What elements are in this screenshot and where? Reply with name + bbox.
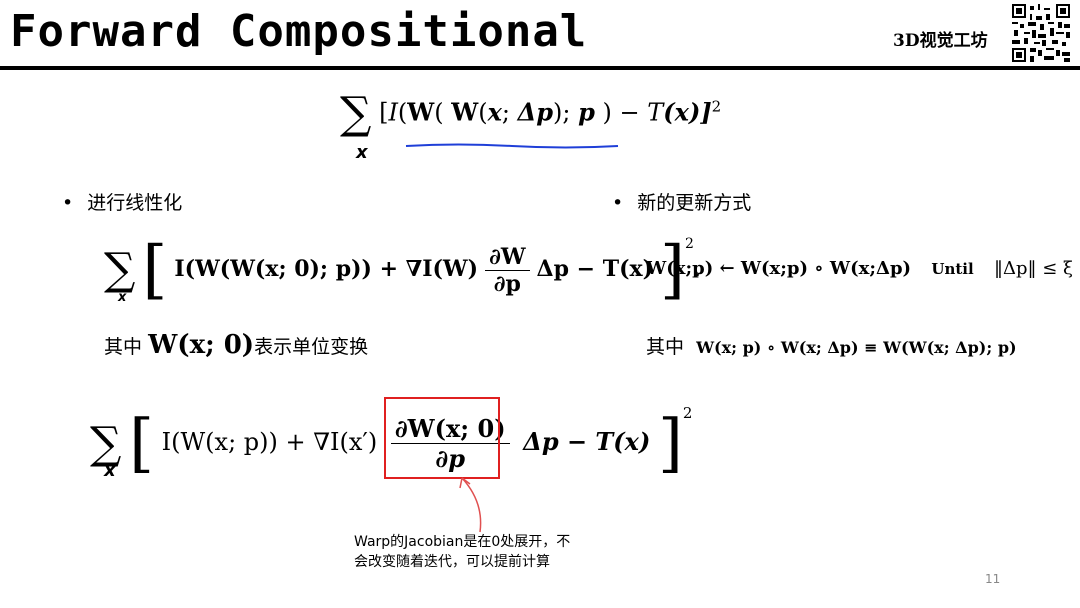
jacobian-highlight-box	[384, 397, 500, 479]
identity-caption: 其中 W(x; 0)表示单位变换	[104, 330, 369, 360]
sum-subscript: x	[356, 142, 368, 163]
header-divider	[0, 66, 1080, 70]
objective-equation: ∑ [I(W( W(x; Δp); p ) − T(x)]2	[340, 88, 722, 139]
page-number: 11	[985, 572, 1001, 586]
jacobian-note: Warp的Jacobian是在0处展开，不 会改变随着迭代，可以提前计算	[354, 534, 571, 571]
bullet-linearize: •进行线性化	[62, 192, 183, 214]
brand-label: 3D视觉工坊	[893, 31, 988, 51]
final-equation: ∑ [ I(W(x; p)) + ∇I(x′) ∂W(x; 0) ∂p Δp −…	[90, 404, 693, 481]
jacobian-fraction: ∂W ∂p	[485, 244, 530, 297]
composition-caption: 其中 W(x; p) ∘ W(x; Δp) ≡ W(W(x; Δp); p)	[646, 336, 1017, 358]
bullet-update-rule: •新的更新方式	[612, 192, 752, 214]
annotation-arrow	[459, 477, 482, 533]
sum-symbol: ∑	[104, 244, 136, 295]
sum-symbol: ∑	[340, 88, 372, 139]
linearized-equation: ∑ [ I(W(W(x; 0); p)) + ∇I(W) ∂W ∂p Δp − …	[104, 233, 701, 307]
sum-subscript: x	[118, 290, 127, 305]
underline-annotation	[405, 143, 619, 149]
sum-symbol: ∑	[90, 417, 122, 469]
qr-code-icon	[1012, 4, 1070, 62]
sum-subscript: x	[104, 460, 116, 481]
update-equation: W(x;p) ← W(x;p) ∘ W(x;Δp) Until ‖Δp‖ ≤ ξ	[646, 258, 1073, 279]
slide-title: Forward Compositional	[10, 6, 588, 57]
jacobian-fraction: ∂W(x; 0) ∂p	[390, 414, 510, 473]
